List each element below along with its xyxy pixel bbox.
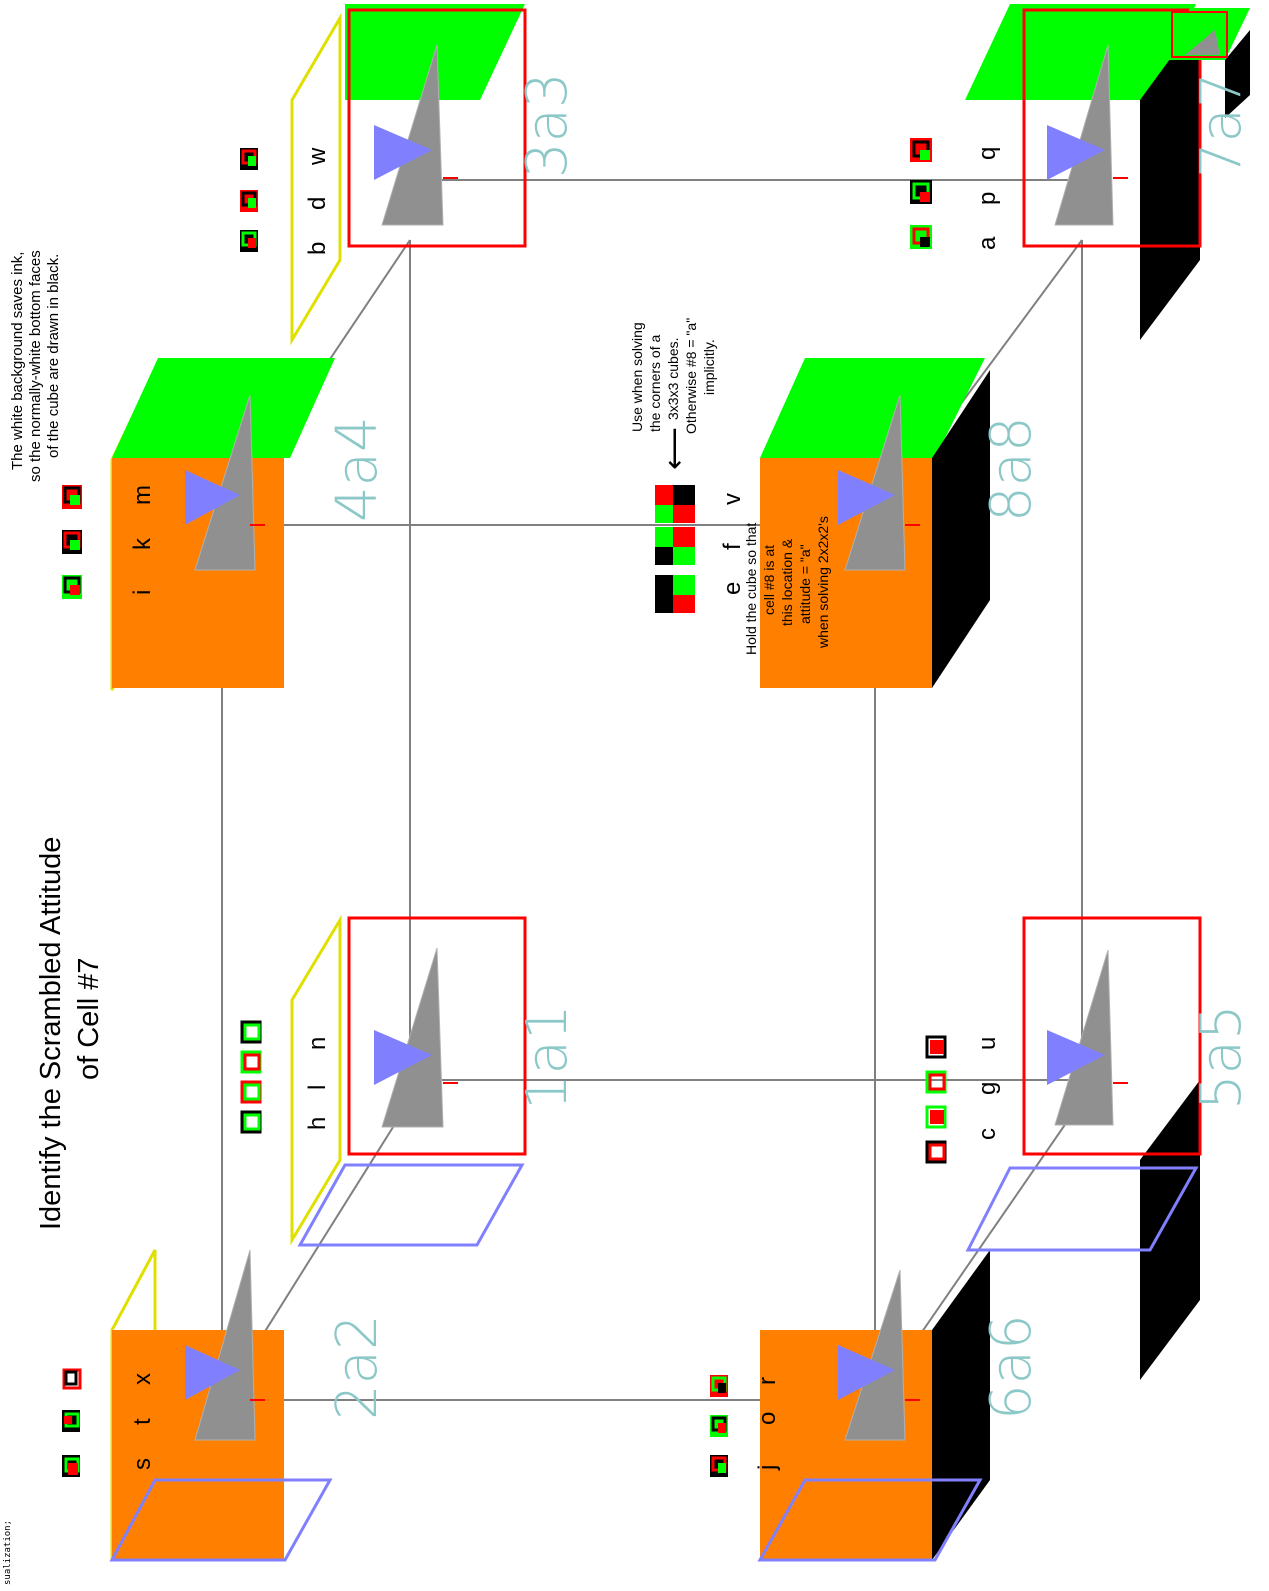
cell-4-gray-wedge [194, 394, 256, 571]
solving-note: Use when solving the corners of a 3x3x3 … [629, 318, 717, 470]
cell-6-black-face [932, 1250, 990, 1560]
hold-note-line-4: attitude = "a" [797, 544, 813, 624]
axis-ticks [250, 177, 1128, 1401]
cell-5-red-frame [1022, 916, 1202, 1156]
cell-8-black-face [932, 370, 990, 688]
cell-2 [109, 1249, 333, 1562]
cell-1-red-frame [347, 916, 527, 1156]
cell-label-6: 6a6 [979, 1314, 1044, 1420]
cell-label-3: 3a3 [515, 72, 580, 178]
cell-2-blue-frame [109, 1478, 333, 1562]
cell-3-red-frame [347, 8, 527, 248]
cell-5-blue-frame [965, 1166, 1199, 1252]
cell-8-letter-3: v [719, 493, 746, 505]
cell-7-black-face [1140, 18, 1200, 340]
solving-note-line-3: 3x3x3 cubes. [665, 338, 681, 421]
ink-note: The white background saves ink, so the n… [9, 250, 62, 482]
cell-3-blue-arrow [374, 125, 432, 180]
cell-1-letter-2: l [304, 1085, 331, 1090]
hold-note: Hold the cube so that cell #8 is at this… [743, 516, 831, 655]
title-line-1: Identify the Scrambled Attitude [35, 837, 67, 1230]
cell-label-5: 5a5 [1189, 1004, 1254, 1110]
cell-4-blue-arrow [185, 470, 240, 525]
cell-1-gray-wedge [381, 947, 444, 1128]
hold-note-line-3: this location & [779, 538, 795, 626]
cell-3-letter-1: b [304, 242, 331, 255]
cell-4 [110, 358, 335, 691]
cell-8 [760, 358, 990, 688]
cell-4-green-face [112, 358, 335, 458]
cell-6-letter-1: j [754, 1465, 781, 1471]
cell-5-gray-wedge [1054, 949, 1114, 1126]
cell-8-letter-1: e [719, 582, 746, 595]
cell-3-letter-3: w [304, 147, 331, 166]
solving-note-line-5: implicitly. [701, 339, 717, 395]
hold-note-line-5: when solving 2x2x2's [815, 516, 831, 649]
cell-4-letter-2: k [129, 537, 156, 550]
cell-label-8: 8a8 [979, 416, 1044, 522]
cell-8-blue-arrow [838, 470, 895, 525]
cell-6-letter-3: r [754, 1377, 781, 1385]
hold-note-line-2: cell #8 is at [761, 545, 777, 615]
cell-7-blue-arrow [1047, 125, 1105, 180]
cell-labels: 1a1 2a2 3a3 4a4 5a5 6a6 7a7 8a8 [325, 72, 1254, 1420]
corner-note: sualization; [3, 1520, 13, 1585]
cell-1-letter-1: h [304, 1117, 331, 1130]
cell-3-letter-2: d [304, 197, 331, 210]
title-block: Identify the Scrambled Attitude of Cell … [35, 837, 105, 1230]
cell-label-7: 7a7 [1189, 72, 1254, 178]
cell-5-letter-2: g [974, 1082, 1001, 1095]
cell-5-letter-3: u [974, 1037, 1001, 1050]
cell-6-blue-arrow [838, 1345, 895, 1400]
cell-6 [757, 1250, 990, 1562]
cell-1-yellow-frame [290, 914, 342, 1246]
solving-note-line-4: Otherwise #8 = "a" [683, 318, 699, 434]
cell-7-letter-1: a [974, 236, 1001, 250]
cell-1 [290, 914, 527, 1247]
cell-3 [290, 4, 527, 346]
ink-note-line-2: so the normally-white bottom faces [27, 250, 44, 482]
cell-5 [965, 916, 1202, 1380]
cell-2-gray-wedge [194, 1249, 256, 1441]
cell-7 [965, 4, 1202, 340]
hold-note-line-1: Hold the cube so that [743, 523, 759, 655]
cell-8-green-face [760, 358, 985, 458]
cell-5-black-face [1140, 1080, 1200, 1380]
cell-2-letter-3: x [129, 1373, 156, 1385]
cell-7-gray-wedge [1054, 44, 1114, 226]
cell-1-blue-arrow [374, 1030, 432, 1085]
cell-7-letter-2: p [974, 192, 1001, 205]
cell-2-letter-1: s [129, 1458, 156, 1470]
cell-label-4: 4a4 [325, 416, 390, 522]
cell-6-gray-wedge [844, 1269, 906, 1441]
cell-5-letter-1: c [974, 1128, 1001, 1140]
cell-6-blue-frame [757, 1478, 983, 1562]
cell-1-letter-3: n [304, 1037, 331, 1050]
cell-8-gray-wedge [844, 394, 906, 571]
cell-8-letter-2: f [719, 543, 746, 550]
cell-1-blue-frame [297, 1163, 525, 1247]
mini-cube-icon [1168, 8, 1250, 118]
cell-2-letter-2: t [129, 1418, 156, 1425]
cell-4-letter-3: m [129, 485, 156, 505]
cell-7-letter-3: q [974, 147, 1001, 160]
ink-note-line-1: The white background saves ink, [9, 252, 26, 470]
solving-note-line-2: the corners of a [647, 335, 663, 432]
cell-3-yellow-frame [290, 12, 342, 346]
cell-6-letter-2: o [754, 1412, 781, 1425]
cell-2-blue-arrow [185, 1345, 240, 1400]
cell-7-red-frame [1022, 8, 1202, 248]
cell-label-1: 1a1 [515, 1004, 580, 1110]
solving-note-arrow: ⟵ [658, 427, 691, 470]
ink-note-line-3: of the cube are drawn in black. [45, 254, 62, 458]
cell-4-letter-1: i [129, 590, 156, 595]
cell-3-gray-wedge [381, 44, 444, 226]
letter-groups: s t x h l n i k m b d w e f v j o r c g … [129, 147, 1001, 1471]
cell-5-blue-arrow [1047, 1030, 1105, 1085]
cell-label-2: 2a2 [325, 1314, 390, 1420]
cube-icons [62, 138, 947, 1477]
title-line-2: of Cell #7 [73, 957, 105, 1080]
solving-note-line-1: Use when solving [629, 322, 645, 432]
